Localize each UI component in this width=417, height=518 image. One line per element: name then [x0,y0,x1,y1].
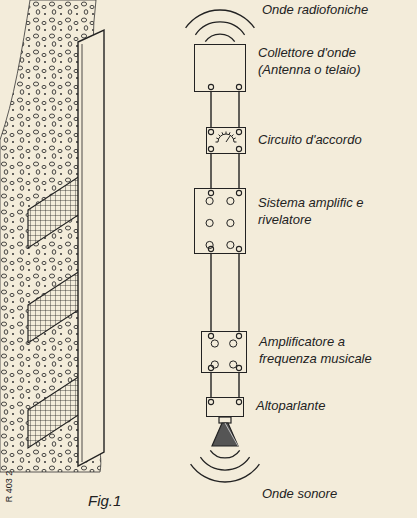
block-box: Collettore d'onde(Antenna o telaio) [194,44,246,92]
wire-pair [211,253,239,332]
stage-label: Sistema amplific e rivelatore [258,194,368,228]
loudspeaker-cone [212,417,238,446]
box-outline [194,188,246,254]
terminal [208,84,213,89]
box-label: Sistema amplific e rivelatore [258,194,368,228]
box-label: Collettore d'onde(Antenna o telaio) [258,44,408,78]
box-label: Altoparlante [256,397,406,414]
caption-label: Onde radiofoniche [262,2,368,17]
stage-label: Collettore d'onde [258,44,408,61]
terminal [236,84,241,89]
terminal [236,333,241,338]
box-label: Circuito d'accordo [258,131,408,148]
radio-waves [186,10,255,42]
terminal [208,333,213,338]
stage-label: Altoparlante [256,397,406,414]
box-outline [194,44,246,92]
box-symbol [194,188,246,254]
block-box: Sistema amplific e rivelatore [194,188,246,254]
metal-plate [78,30,104,466]
terminal [208,399,213,404]
block-box: Altoparlante [206,397,244,417]
sound-waves [191,450,260,482]
terminal [208,190,213,195]
terminal [236,399,241,404]
block-box: Amplificatore a frequenza musicale [201,331,247,373]
stage-label: Circuito d'accordo [258,131,408,148]
stage-label: (Antenna o telaio) [258,61,408,78]
plate-code: R 403 2 [4,467,15,507]
wire-pair [211,153,239,189]
box-outline [201,331,247,373]
stage-label: Amplificatore a frequenza musicale [259,333,384,367]
box-label: Amplificatore a frequenza musicale [259,333,384,367]
box-outline [206,397,244,417]
terminal [236,190,241,195]
caption-label: Onde sonore [262,486,337,501]
box-symbol [201,331,247,373]
caption-label: Fig.1 [88,492,121,509]
wire-pair [211,91,239,128]
terminal [236,246,241,251]
block-box: Circuito d'accordo [206,127,246,154]
terminal [208,129,213,134]
plate-edge [82,44,83,462]
box-symbol [206,127,246,154]
wire-pair [211,372,239,398]
terminal [208,146,213,151]
terminal [236,129,241,134]
terminal [236,146,241,151]
terminal [236,365,241,370]
box-outline [206,127,246,154]
